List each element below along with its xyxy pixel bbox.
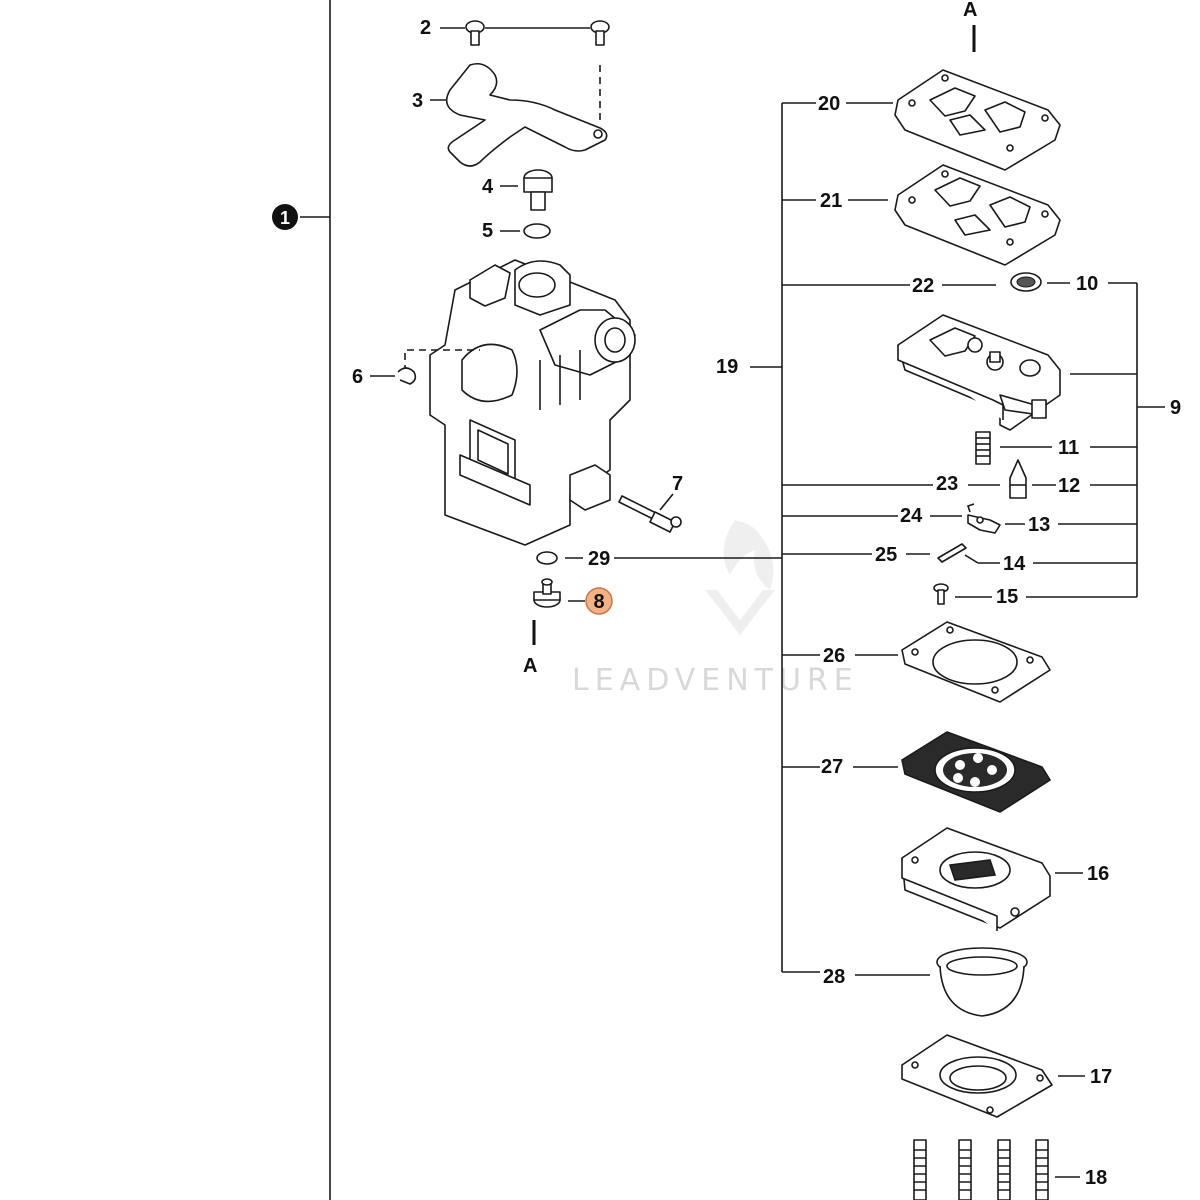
callout-24: 24 xyxy=(900,505,923,527)
screw-15-icon xyxy=(933,583,949,605)
watermark-text: LEADVENTURE xyxy=(572,663,859,698)
callout-13: 13 xyxy=(1028,514,1050,536)
dash-guide-6 xyxy=(404,349,480,372)
callout-28: 28 xyxy=(823,966,845,988)
gasket-20-icon xyxy=(894,69,1061,171)
callout-15: 15 xyxy=(996,586,1018,608)
gasket-21-icon xyxy=(894,164,1061,266)
primer-cover-icon xyxy=(901,1034,1053,1118)
filter-screen-icon xyxy=(1010,272,1042,292)
callout-18: 18 xyxy=(1085,1167,1107,1189)
throttle-lever-icon xyxy=(445,62,608,167)
needle-valve-icon xyxy=(618,495,682,533)
primer-bulb-icon xyxy=(936,947,1028,1017)
callout-17: 17 xyxy=(1090,1066,1112,1088)
callout-9: 9 xyxy=(1170,397,1181,419)
clip-icon xyxy=(397,367,417,385)
callout-10: 10 xyxy=(1076,273,1098,295)
metering-cover-icon xyxy=(897,314,1061,431)
stud-icon xyxy=(913,1139,1049,1200)
callout-26: 26 xyxy=(823,645,845,667)
carburetor-body-icon xyxy=(429,259,636,546)
callout-16: 16 xyxy=(1087,863,1109,885)
callout-7: 7 xyxy=(672,473,683,495)
plug-icon xyxy=(533,578,561,608)
callout-11: 11 xyxy=(1058,437,1079,459)
connector-a-top: A xyxy=(963,0,977,21)
o-ring-small-icon xyxy=(536,551,558,565)
diaphragm-icon xyxy=(901,731,1052,813)
callout-25: 25 xyxy=(875,544,897,566)
callout-20: 20 xyxy=(818,93,840,115)
callout-3: 3 xyxy=(412,90,423,112)
callout-23: 23 xyxy=(936,473,958,495)
o-ring-icon xyxy=(523,223,551,239)
callout-14: 14 xyxy=(1003,553,1026,575)
pin-icon xyxy=(937,543,967,563)
callout-6: 6 xyxy=(352,366,363,388)
leader-7 xyxy=(659,493,674,511)
callout-21: 21 xyxy=(820,190,842,212)
callout-5: 5 xyxy=(482,220,493,242)
spring-icon xyxy=(975,431,991,465)
watermark-logo xyxy=(705,520,775,635)
callout-8-highlight xyxy=(585,587,613,615)
lever-13-icon xyxy=(966,503,1001,534)
callout-19: 19 xyxy=(716,356,738,378)
callout-8: 8 xyxy=(593,591,604,613)
callout-1: 1 xyxy=(280,208,290,228)
callout-27: 27 xyxy=(821,756,843,778)
adjusting-screw-icon xyxy=(523,169,553,211)
gasket-26-icon xyxy=(901,621,1051,703)
connector-a-bottom: A xyxy=(523,655,537,677)
callout-1-badge xyxy=(272,204,298,230)
callout-22: 22 xyxy=(912,275,934,297)
pump-cover-icon xyxy=(901,827,1051,931)
inlet-needle-icon xyxy=(1009,459,1027,499)
screw-icon xyxy=(465,20,485,46)
leader-14a xyxy=(964,554,979,564)
callout-2: 2 xyxy=(420,17,431,39)
callout-12: 12 xyxy=(1058,475,1080,497)
screw-icon xyxy=(590,20,610,46)
callout-4: 4 xyxy=(482,176,494,198)
callout-29: 29 xyxy=(588,548,610,570)
